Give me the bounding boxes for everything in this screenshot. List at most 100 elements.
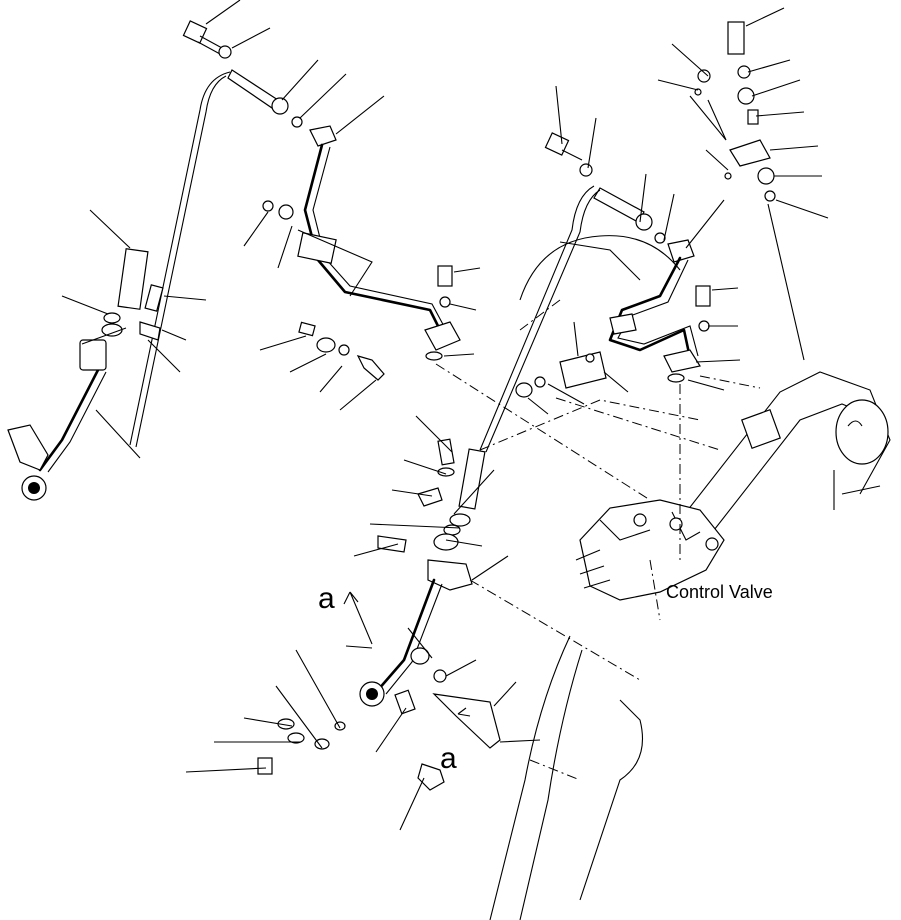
right-lower-washer (698, 320, 710, 332)
stack-bracket (729, 139, 771, 167)
lower-side-bolt (377, 535, 407, 553)
swivel-fitting (309, 125, 337, 147)
ref-line-8 (519, 299, 561, 331)
lower-clevis (427, 559, 473, 591)
right-o-ring (654, 232, 666, 244)
view-arrow-a (343, 591, 373, 645)
stack-washer-3 (757, 167, 775, 185)
small-nut (697, 69, 711, 83)
upper-washer (218, 45, 232, 59)
hardware-3 (314, 738, 330, 750)
right-rod-nut (635, 213, 653, 231)
upper-pipe-edge (312, 146, 447, 331)
right-pipe-loop-edge (617, 259, 699, 357)
lower-bolt (437, 438, 455, 466)
lower-pedal-knob-inner (366, 688, 378, 700)
hardware-4 (334, 721, 346, 731)
stack-washer-4 (764, 190, 776, 202)
left-lever-arm (38, 368, 100, 472)
lower-lever-assembly: a a (257, 185, 601, 791)
lower-nut-washer (433, 669, 447, 683)
stack-bolt (727, 21, 745, 55)
left-washer-2 (103, 312, 121, 324)
spacer-bolt (356, 355, 385, 381)
lower-mount-bolt (417, 763, 445, 791)
left-lever-arm-edge (47, 371, 107, 473)
lower-lever-arm (376, 578, 436, 692)
valve-port-2 (669, 517, 683, 531)
lower-pin (417, 487, 443, 507)
lower-control-rod (479, 185, 601, 453)
boom-bracket (741, 409, 781, 449)
right-pipe-fitting (609, 313, 637, 335)
right-bolt-head (544, 132, 570, 156)
right-lower-elbow (663, 349, 701, 373)
stack-spacer (747, 109, 759, 125)
view-arrow-b (457, 707, 471, 717)
boom-pivot-detail (847, 420, 863, 427)
hex-nut (515, 382, 533, 398)
left-lever-assembly (7, 71, 231, 501)
frame-pillar (489, 635, 583, 920)
right-lower-bolt (695, 285, 711, 307)
center-washer (439, 296, 451, 308)
stack-washer-2 (737, 87, 755, 105)
lower-nut (410, 647, 430, 665)
threaded-rod (227, 69, 279, 109)
small-pin (724, 172, 732, 180)
clamp-nut (278, 204, 294, 220)
control-valve-assembly: Control Valve (575, 499, 773, 602)
view-marker-lower: a (440, 742, 457, 775)
reference-lines (435, 299, 761, 781)
boom-lower-edge (833, 470, 881, 510)
spacer-nut (316, 337, 336, 353)
right-lower-o-ring (667, 373, 685, 383)
left-control-rod (129, 71, 231, 448)
center-bolt (437, 265, 453, 287)
upper-bolt-head (182, 20, 208, 44)
right-pipe-loop (608, 256, 692, 360)
right-threaded-rod (593, 187, 645, 223)
left-lever-bracket (7, 424, 49, 471)
small-o-ring (291, 116, 303, 128)
right-washer (579, 163, 593, 177)
stack-linkage (689, 95, 805, 361)
frame-curve (579, 699, 644, 901)
center-elbow (424, 321, 461, 351)
pipe-clamp (297, 232, 337, 264)
ref-line-5 (479, 399, 701, 451)
clamp-washer (262, 200, 274, 212)
valve-port-3 (705, 537, 719, 551)
left-pedal-knob-inner (28, 482, 40, 494)
lower-stop (394, 689, 416, 715)
ref-line-6 (555, 397, 721, 451)
ref-line-1 (435, 363, 651, 501)
spacer-small (298, 321, 316, 337)
upper-left-fittings (182, 20, 461, 381)
center-o-ring (425, 351, 443, 361)
hardware-2 (287, 732, 305, 744)
hardware-bolt (257, 757, 273, 775)
left-clevis (79, 339, 107, 371)
lower-lever-arm-edge (385, 583, 443, 695)
left-rod-sleeve (117, 248, 149, 310)
lower-boss (433, 533, 459, 551)
ref-line-2 (469, 579, 641, 681)
left-pin (139, 321, 161, 341)
upper-pipe (303, 143, 442, 332)
lower-bracket (432, 693, 501, 749)
lower-washer-1 (437, 467, 455, 477)
upper-right-pipe-assembly (515, 132, 711, 398)
left-bolt (144, 284, 164, 312)
leader (61, 0, 829, 831)
hex-washer (534, 376, 546, 388)
lower-rod-sleeve (458, 448, 486, 510)
valve-body (579, 499, 725, 601)
right-hardware-stack (689, 21, 805, 361)
rod-end-nut (271, 97, 289, 115)
clamp-outline (297, 229, 373, 297)
valve-port-1 (633, 513, 647, 527)
pipe-bracket-plate (559, 351, 607, 389)
view-marker-upper: a (318, 582, 335, 615)
